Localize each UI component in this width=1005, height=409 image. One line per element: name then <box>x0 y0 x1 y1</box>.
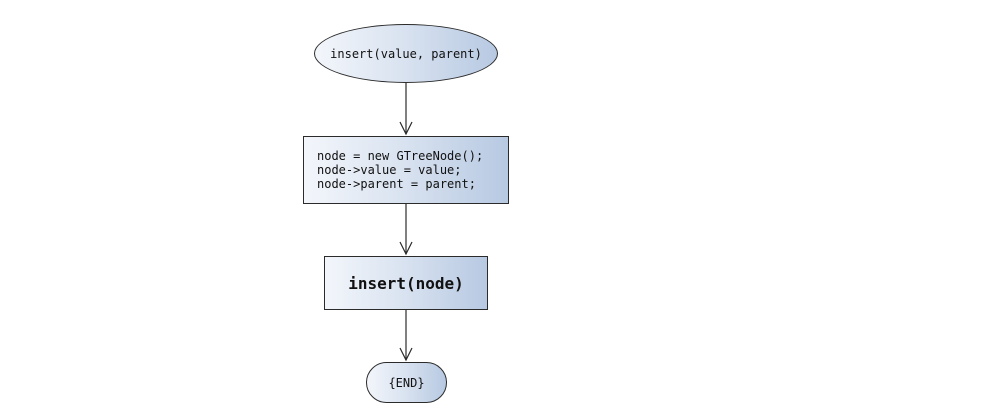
process-line-1: node = new GTreeNode(); <box>317 149 484 163</box>
connector-process-to-call <box>399 204 413 256</box>
process-code-block: node = new GTreeNode(); node->value = va… <box>317 149 483 191</box>
process-line-3: node->parent = parent; <box>317 177 476 191</box>
end-node: {END} <box>366 362 447 403</box>
process-node: node = new GTreeNode(); node->value = va… <box>303 136 509 204</box>
start-node-label: insert(value, parent) <box>330 46 482 61</box>
end-node-label: {END} <box>388 375 425 390</box>
process-line-2: node->value = value; <box>317 163 462 177</box>
call-node-label: insert(node) <box>348 273 464 293</box>
connector-start-to-process <box>399 83 413 136</box>
start-node: insert(value, parent) <box>314 24 498 83</box>
connector-call-to-end <box>399 310 413 362</box>
call-node: insert(node) <box>324 256 488 310</box>
